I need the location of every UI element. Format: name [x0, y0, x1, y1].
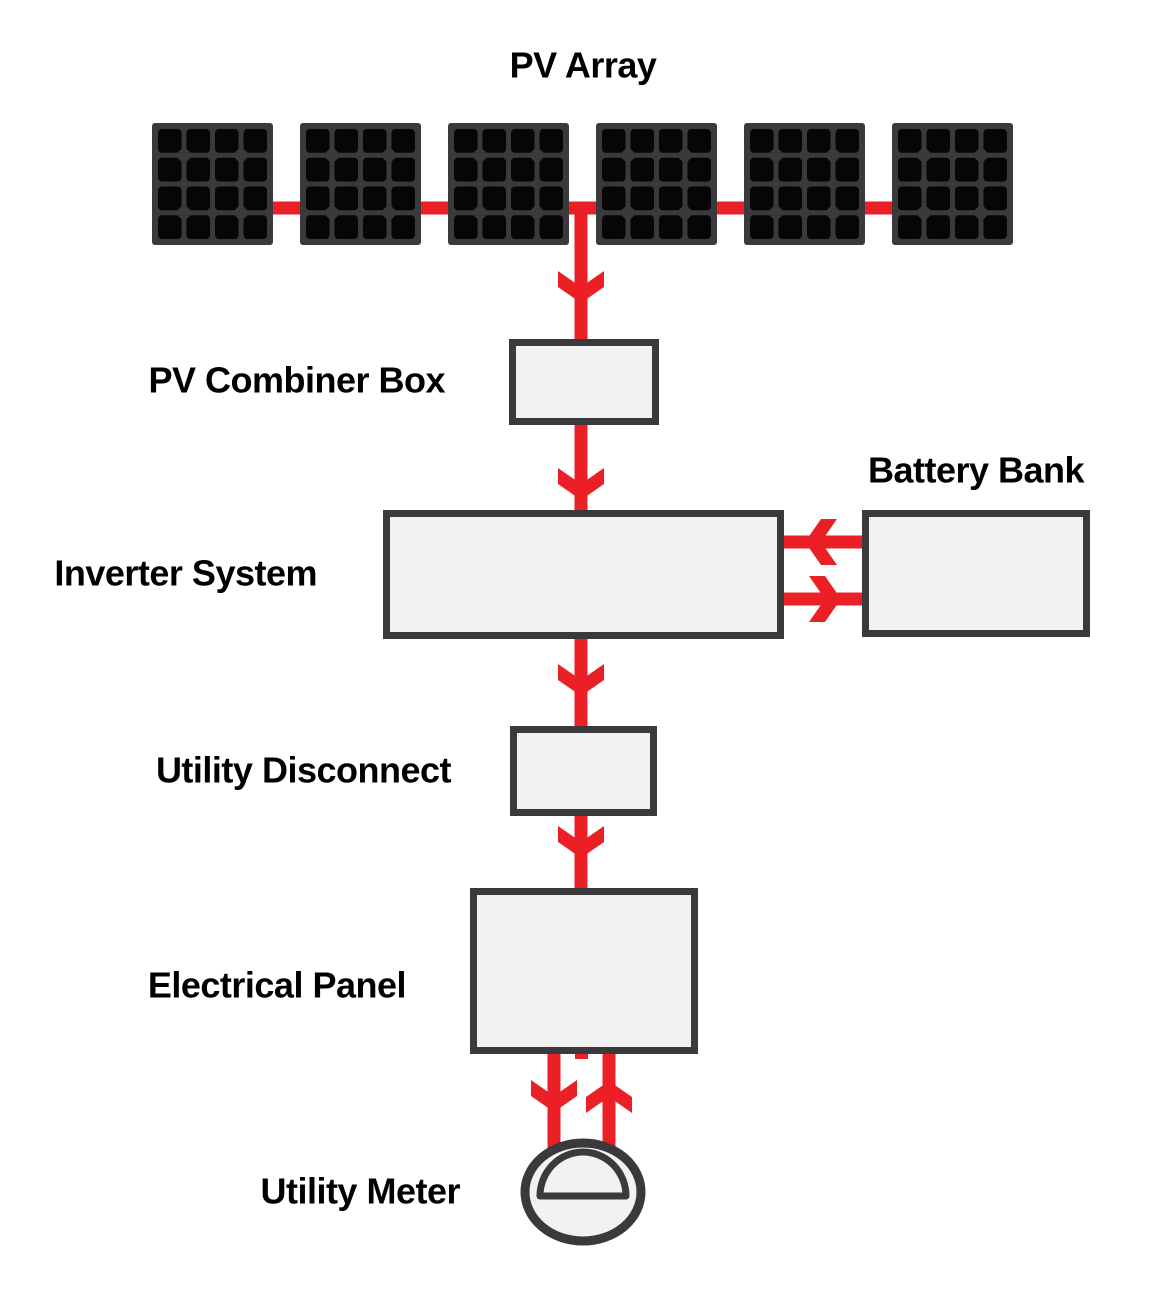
label-electrical-panel: Electrical Panel — [147, 964, 407, 1006]
label-pv-array: PV Array — [509, 44, 657, 86]
utility-disconnect-box-shape — [510, 726, 657, 816]
solar-panel-icon — [744, 123, 865, 245]
battery-bank-box-shape — [862, 510, 1090, 637]
flow-arrowhead — [558, 826, 604, 858]
label-pv-combiner-box: PV Combiner Box — [148, 359, 445, 401]
flow-arrowhead — [586, 1081, 632, 1113]
solar-panel-icon — [152, 123, 273, 245]
flow-arrowhead — [809, 576, 841, 622]
solar-panel-icon — [596, 123, 717, 245]
flow-arrowhead — [558, 468, 604, 500]
label-utility-meter: Utility Meter — [260, 1170, 460, 1212]
flow-arrowhead — [531, 1080, 577, 1112]
flow-arrowhead — [558, 664, 604, 696]
flow-arrowhead — [558, 271, 604, 303]
solar-panel-icon — [892, 123, 1013, 245]
label-battery-bank: Battery Bank — [867, 449, 1085, 491]
label-inverter-system: Inverter System — [54, 552, 317, 594]
inverter-system-box-shape — [383, 510, 784, 639]
pv-combiner-box-shape — [509, 339, 659, 425]
flow-line-stub — [575, 1050, 588, 1059]
electrical-panel-box-shape — [470, 888, 698, 1054]
utility-meter-icon — [520, 1138, 646, 1246]
label-utility-disconnect: Utility Disconnect — [155, 749, 452, 791]
solar-panel-icon — [300, 123, 421, 245]
flow-arrowhead — [805, 519, 837, 565]
solar-panel-icon — [448, 123, 569, 245]
